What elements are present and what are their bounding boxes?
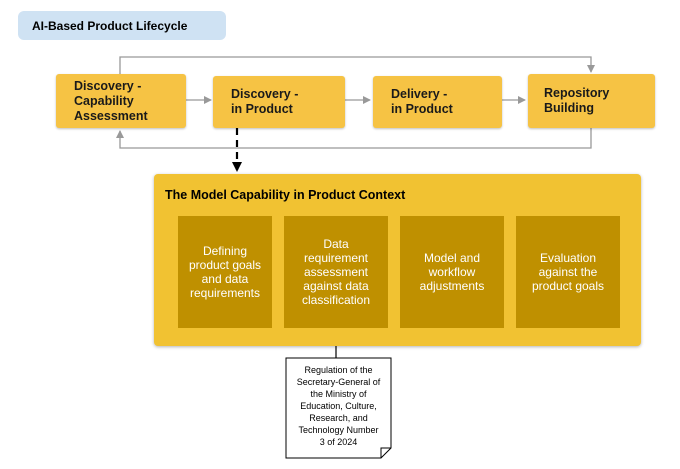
stage-discovery-product-label: Discovery - in Product <box>231 87 299 116</box>
step-data-assessment-label: Data requirement assessment against data… <box>301 237 371 307</box>
stage-delivery-product: Delivery - in Product <box>373 76 502 128</box>
stage-repository-building: Repository Building <box>528 74 655 128</box>
diagram-title-text: AI-Based Product Lifecycle <box>32 18 188 33</box>
connector-loop-bottom <box>116 128 592 149</box>
step-model-adjustments: Model and workflow adjustments <box>400 216 504 328</box>
regulation-document-shape <box>285 357 392 459</box>
model-capability-title: The Model Capability in Product Context <box>165 188 406 202</box>
stage-discovery-capability-label: Discovery - Capability Assessment <box>74 78 148 123</box>
step-evaluation-label: Evaluation against the product goals <box>531 251 605 293</box>
step-evaluation: Evaluation against the product goals <box>516 216 620 328</box>
regulation-document-fold <box>380 447 391 458</box>
connector-loop-top <box>119 56 595 74</box>
step-defining-goals: Defining product goals and data requirem… <box>178 216 272 328</box>
stage-discovery-product: Discovery - in Product <box>213 76 345 128</box>
diagram-title: AI-Based Product Lifecycle <box>18 11 226 40</box>
step-defining-goals-label: Defining product goals and data requirem… <box>188 244 262 300</box>
regulation-document-text: Regulation of the Secretary-General of t… <box>296 365 381 447</box>
step-data-assessment: Data requirement assessment against data… <box>284 216 388 328</box>
stage-repository-building-label: Repository Building <box>544 86 610 115</box>
step-model-adjustments-label: Model and workflow adjustments <box>419 251 485 293</box>
stage-delivery-product-label: Delivery - in Product <box>391 87 453 116</box>
stage-discovery-capability: Discovery - Capability Assessment <box>56 74 186 128</box>
